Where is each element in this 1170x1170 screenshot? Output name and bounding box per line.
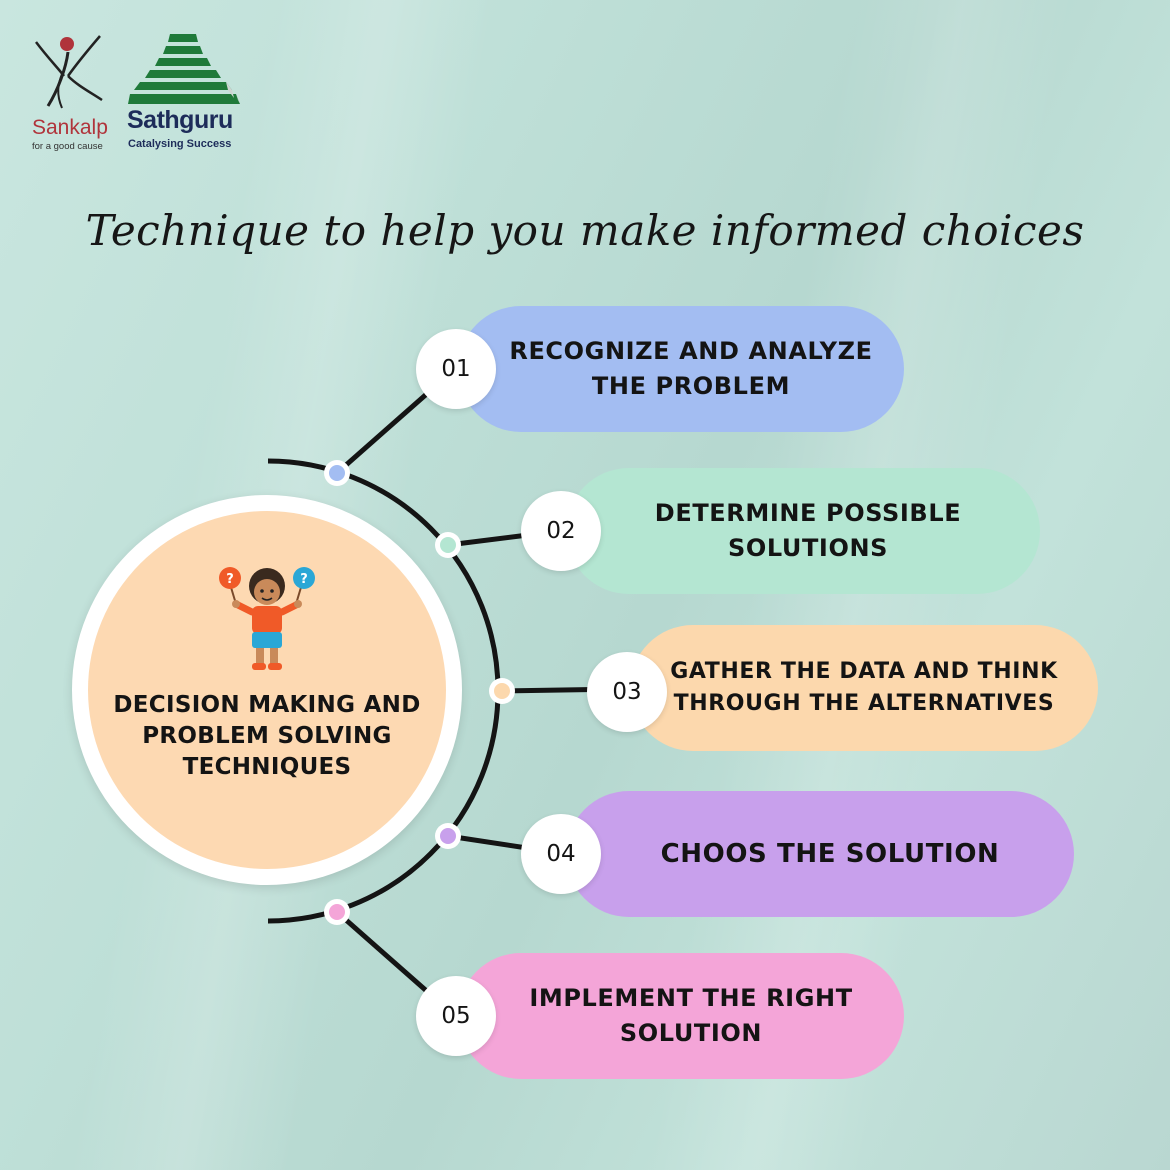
connector-dot-04 <box>435 823 461 849</box>
step-card-01: RECOGNIZE AND ANALYZE THE PROBLEM <box>458 306 904 432</box>
step-label-line: SOLUTION <box>619 1019 763 1047</box>
step-card-05: IMPLEMENT THE RIGHT SOLUTION <box>458 953 904 1079</box>
center-title: DECISION MAKING AND PROBLEM SOLVING TECH… <box>98 690 436 783</box>
sankalp-logo-tagline: for a good cause <box>32 141 103 152</box>
connector-dot-05 <box>324 899 350 925</box>
step-label-line: GATHER THE DATA AND THINK <box>670 659 1058 684</box>
step-label-line: SOLUTIONS <box>727 534 889 562</box>
sathguru-logo-name: Sathguru <box>127 106 233 134</box>
connector-dot-01 <box>324 460 350 486</box>
step-label-line: CHOOS THE SOLUTION <box>660 838 1000 869</box>
center-title-line: PROBLEM SOLVING <box>142 723 392 749</box>
connector-dot-02 <box>435 532 461 558</box>
step-label-line: THROUGH THE ALTERNATIVES <box>673 691 1055 716</box>
step-label-line: THE PROBLEM <box>591 372 791 400</box>
step-card-03: GATHER THE DATA AND THINK THROUGH THE AL… <box>630 625 1098 751</box>
center-title-line: DECISION MAKING AND <box>113 692 421 718</box>
svg-text:?: ? <box>300 572 308 587</box>
center-title-line: TECHNIQUES <box>182 754 352 780</box>
sathguru-logo-icon <box>128 34 242 108</box>
step-number-badge-02: 02 <box>521 491 601 571</box>
step-number-badge-05: 05 <box>416 976 496 1056</box>
step-card-02: DETERMINE POSSIBLE SOLUTIONS <box>566 468 1040 594</box>
step-number-badge-01: 01 <box>416 329 496 409</box>
sankalp-logo-name: Sankalp <box>32 116 108 139</box>
step-label-line: RECOGNIZE AND ANALYZE <box>509 337 873 365</box>
child-with-question-signs-icon: ? ? <box>219 567 315 670</box>
step-number-badge-04: 04 <box>521 814 601 894</box>
sankalp-logo-icon <box>35 35 103 109</box>
step-number-badge-03: 03 <box>587 652 667 732</box>
sathguru-logo-tagline: Catalysing Success <box>128 138 232 150</box>
step-card-04: CHOOS THE SOLUTION <box>566 791 1074 917</box>
page-title: Technique to help you make informed choi… <box>85 206 1085 255</box>
connector-dot-03 <box>489 678 515 704</box>
svg-text:?: ? <box>226 572 234 587</box>
step-label-line: DETERMINE POSSIBLE <box>654 499 962 527</box>
step-label-line: IMPLEMENT THE RIGHT <box>529 984 853 1012</box>
